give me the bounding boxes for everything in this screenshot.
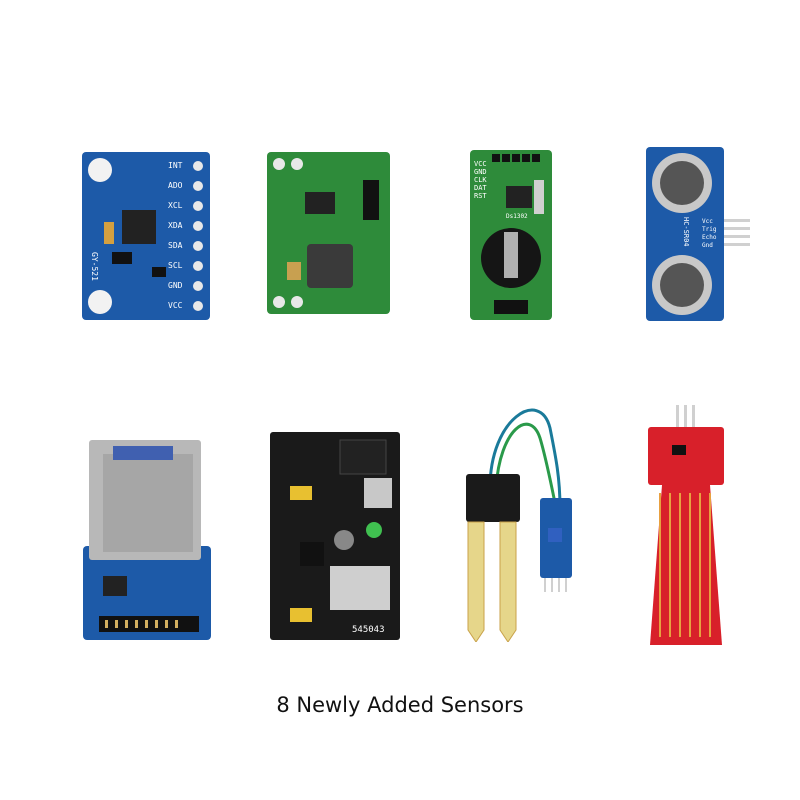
rtc-label: Ds1302	[506, 213, 528, 220]
power-module-code: 545043	[352, 625, 385, 635]
rtc-pin-clk: CLK	[474, 176, 487, 184]
ultrasonic-pin-trig: Trig	[702, 226, 717, 233]
gyro-pin-xcl: XCL	[168, 201, 183, 210]
ultrasonic-pin-echo: Echo	[702, 234, 717, 241]
rtc-pin-dat: DAT	[474, 184, 487, 192]
caption: 8 Newly Added Sensors	[276, 693, 524, 717]
ultrasonic-sensor-module: Vcc Trig Echo Gnd HC-SR04	[646, 147, 754, 321]
rtc-clock-module: VCC GND CLK DAT RST Ds1302	[470, 150, 552, 320]
gyro-pin-scl: SCL	[168, 261, 183, 270]
gyro-pin-xda: XDA	[168, 221, 183, 230]
soil-moisture-sensor	[460, 398, 580, 642]
rtc-pin-rst: RST	[474, 192, 487, 200]
buck-converter-module	[267, 152, 390, 314]
gyro-pin-gnd: GND	[168, 281, 183, 290]
ultrasonic-model: HC-SR04	[682, 217, 690, 247]
ultrasonic-pin-vcc: Vcc	[702, 218, 713, 225]
ultrasonic-pin-gnd: Gnd	[702, 242, 713, 249]
sd-card-module	[83, 436, 211, 640]
gyro-pin-sda: SDA	[168, 241, 183, 250]
gyro-accelerometer-module: INT ADO XCL XDA SDA SCL GND VCC GY-521	[82, 152, 210, 320]
breadboard-power-supply-module: 545043	[270, 432, 400, 640]
gyro-pin-int: INT	[168, 161, 183, 170]
gyro-model: GY-521	[90, 252, 99, 281]
water-level-sensor	[642, 405, 732, 645]
rtc-pin-gnd: GND	[474, 168, 487, 176]
rtc-pin-vcc: VCC	[474, 160, 487, 168]
gyro-pin-ado: ADO	[168, 181, 183, 190]
gyro-pin-vcc: VCC	[168, 301, 183, 310]
